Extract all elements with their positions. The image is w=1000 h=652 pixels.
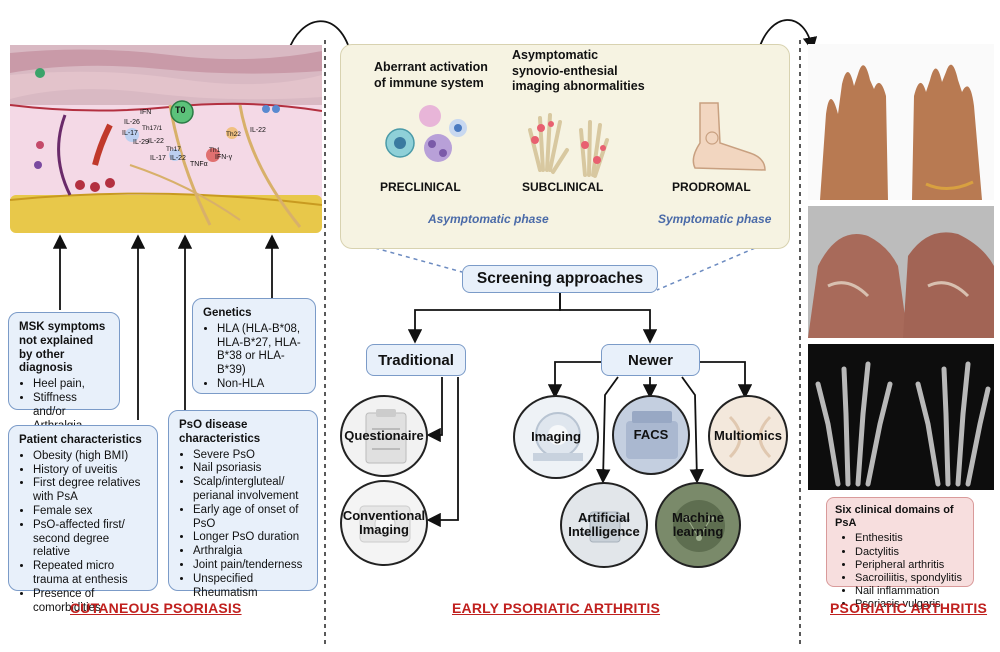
clipboard-icon [365,409,407,464]
patient-characteristics-box: Patient characteristics Obesity (high BM… [8,425,158,614]
facs-circle: FACS [612,395,690,475]
label-il29: IL-29 [133,139,149,146]
scanner-icon [359,505,411,543]
section-title-cutaneous: CUTANEOUS PSORIASIS [70,600,242,616]
multiomics-circle: Multiomics [708,395,788,477]
machine-learning-icon [673,500,725,552]
six-domains-box: Six clinical domains of PsA Enthesitis D… [826,497,974,610]
list-item: Enthesitis [855,532,965,545]
list-item: Obesity (high BMI) [33,450,147,464]
photo-hands-swollen [808,44,994,200]
artificial-intelligence-circle: Artificial Intelligence [560,482,648,568]
label-th17: Th17 [166,146,181,153]
label-il17b: IL-17 [150,155,166,162]
list-item: History of uveitis [33,464,147,478]
genetics-box-list: HLA (HLA-B*08, HLA-B*27, HLA-B*38 or HLA… [203,323,305,392]
conventional-imaging-label: Conventional Imaging [342,507,426,537]
list-item: Female sex [33,505,147,519]
traditional-box: Traditional [366,344,466,376]
list-item: Arthralgia [193,545,307,559]
questionaire-circle: Questionaire [340,395,428,477]
label-th22: Th22 [226,131,241,138]
list-item: Repeated micro trauma at enthesis [33,560,147,588]
six-domains-title: Six clinical domains of PsA [835,504,954,530]
label-il22c: IL-22 [250,127,266,134]
pso-box-title: PsO disease characteristics [179,419,261,445]
list-item: Unspecified Rheumatism [193,573,307,601]
artificial-intelligence-label: Artificial Intelligence [568,509,640,539]
machine-learning-circle: Machine learning [655,482,741,568]
list-item: Psoriasis vulgaris [855,598,965,611]
label-il22b: IL-22 [170,155,186,162]
list-item: Peripheral arthritis [855,559,965,572]
asymptomatic-phase-label: Asymptomatic phase [428,212,549,226]
facs-label: FACS [633,426,669,442]
six-domains-list: Enthesitis Dactylitis Peripheral arthrit… [835,532,965,611]
patient-box-title: Patient characteristics [19,434,142,446]
pso-characteristics-box: PsO disease characteristics Severe PsO N… [168,410,318,599]
label-ifn: IFN [140,109,152,116]
msk-box-title: MSK symptoms not explained by other diag… [19,321,106,375]
photo-hands-xray [808,344,994,490]
imaging-circle: Imaging [513,395,599,479]
subclinical-label: SUBCLINICAL [522,180,604,194]
label-ifng: IFN-γ [215,154,233,161]
skin-illustration [10,45,322,233]
asymptomatic-imaging-label: Asymptomatic synovio-enthesial imaging a… [512,48,645,94]
list-item: Nail psoriasis [193,462,307,476]
curve-arrow-left [287,20,357,62]
genetics-box-title: Genetics [203,307,252,319]
label-il26: IL-26 [124,119,140,126]
list-item: Non-HLA [217,378,305,392]
list-item: First degree relatives with PsA [33,477,147,505]
preclinical-label: PRECLINICAL [380,180,461,194]
newer-box: Newer [601,344,700,376]
facs-machine-icon [626,411,678,459]
multiomics-icon [728,415,772,459]
immune-cells-icon [385,105,467,162]
list-item: Sacroiliitis, spondylitis [855,572,965,585]
xray-hands-icon [808,344,994,490]
machine-learning-label: Machine learning [671,509,724,539]
list-item: Early age of onset of PsO [193,504,307,532]
conventional-imaging-circle: Conventional Imaging [340,480,428,566]
patient-box-list: Obesity (high BMI) History of uveitis Fi… [19,450,147,616]
hands-photo-icon [808,44,994,200]
label-th1: Th1 [209,147,221,154]
foot-icon [692,102,766,171]
pso-box-list: Severe PsO Nail psoriasis Scalp/interglu… [179,449,307,601]
list-item: Dactylitis [855,546,965,559]
label-tnfa: TNFα [190,161,208,168]
label-il17a: IL-17 [122,130,138,137]
list-item: Heel pain, [33,378,109,392]
list-item: Longer PsO duration [193,531,307,545]
section-title-psa: PSORIATIC ARTHRITIS [830,600,988,616]
screening-approaches-box: Screening approaches [462,265,658,293]
photo-hands-psoriasis [808,206,994,338]
curve-arrow-right [757,19,818,53]
label-th171: Th17/1 [142,125,163,132]
msk-symptoms-box: MSK symptoms not explained by other diag… [8,312,120,432]
symptomatic-phase-label: Symptomatic phase [658,212,772,226]
list-item: PsO-affected first/ second degree relati… [33,519,147,560]
list-item: Presence of comorbidities [33,588,147,616]
list-item: Nail inflammation [855,585,965,598]
hand-joints-icon [528,113,609,178]
list-item: HLA (HLA-B*08, HLA-B*27, HLA-B*38 or HLA… [217,323,305,378]
label-il22a: IL-22 [148,138,164,145]
ai-chip-icon [580,511,630,543]
genetics-box: Genetics HLA (HLA-B*08, HLA-B*27, HLA-B*… [192,298,316,394]
aberrant-activation-label: Aberrant activation of immune system [374,60,488,90]
list-item: Joint pain/tenderness [193,559,307,573]
prodromal-label: PRODROMAL [672,180,751,194]
list-item: Severe PsO [193,449,307,463]
multiomics-label: Multiomics [714,427,782,443]
imaging-label: Imaging [531,428,581,444]
list-item: Scalp/intergluteal/ perianal involvement [193,476,307,504]
label-t0: T0 [175,105,186,115]
questionaire-label: Questionaire [344,427,424,443]
psoriasis-hands-photo-icon [808,206,994,338]
mri-icon [533,412,583,461]
section-title-early-psa: EARLY PSORIATIC ARTHRITIS [452,600,661,616]
